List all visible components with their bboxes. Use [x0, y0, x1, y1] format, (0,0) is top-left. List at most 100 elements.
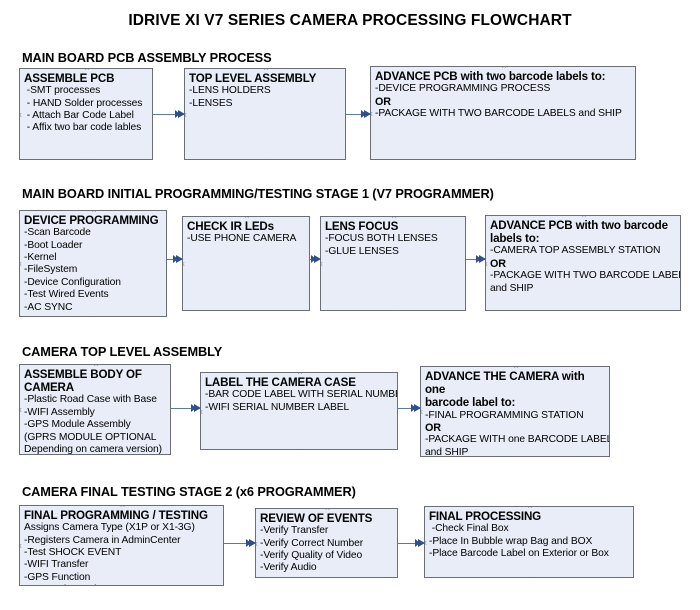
connector-arrow-icon[interactable] — [346, 110, 371, 119]
node-line: -LENSES — [189, 97, 233, 109]
handle-top[interactable]: × — [119, 505, 126, 510]
handle-bottom[interactable]: × — [84, 157, 91, 160]
node-line: (GPRS MODULE OPTIONAL — [24, 431, 157, 443]
handle-right[interactable]: × — [679, 259, 681, 268]
connector-shaft — [224, 543, 256, 544]
node-line: -Verify Quality of Video — [260, 550, 363, 562]
node-line: -PACKAGE WITH TWO BARCODE LABELS — [490, 270, 681, 282]
handle-left[interactable]: × — [321, 260, 324, 269]
handle-bottom[interactable]: × — [501, 157, 508, 160]
connector-arrow-icon[interactable] — [310, 255, 321, 264]
handle-left[interactable]: × — [20, 260, 23, 269]
handle-top[interactable]: × — [244, 216, 250, 221]
handle-bottom[interactable]: × — [119, 583, 126, 586]
handle-bottom[interactable]: × — [93, 452, 100, 455]
handle-top[interactable]: × — [527, 506, 533, 511]
handle-bottom[interactable]: × — [581, 308, 588, 311]
handle-bottom[interactable]: × — [297, 447, 304, 450]
node-line: - Affix two bar code lables — [24, 122, 142, 134]
node-line: OR — [490, 257, 506, 270]
handle-left[interactable]: × — [20, 110, 23, 119]
handle-left[interactable]: × — [201, 407, 204, 416]
handle-top[interactable]: × — [297, 372, 303, 377]
handle-right[interactable]: × — [169, 406, 171, 415]
node-advance-pcb-two-barcode-labels[interactable]: ADVANCE PCB with two barcode labels to:-… — [370, 66, 636, 160]
connector-arrow-icon[interactable] — [167, 255, 183, 264]
handle-right[interactable]: × — [222, 542, 224, 551]
handle-left[interactable]: × — [256, 539, 259, 548]
node-line: -WIFI Assembly — [24, 406, 95, 418]
handle-right[interactable]: × — [308, 260, 310, 269]
handle-right[interactable]: × — [396, 407, 398, 416]
handle-left[interactable]: × — [20, 406, 23, 415]
connector-arrow-icon[interactable] — [466, 255, 486, 264]
handle-left[interactable]: × — [183, 260, 186, 269]
handle-left[interactable]: × — [371, 109, 374, 118]
node-line: -Test SHOCK EVENT — [24, 547, 122, 559]
connector-arrow-icon[interactable] — [171, 404, 201, 413]
handle-left[interactable]: × — [185, 110, 188, 119]
handle-bottom[interactable]: × — [91, 314, 98, 317]
handle-top[interactable]: × — [581, 215, 587, 220]
node-advance-the-camera-one-barcode-label[interactable]: ADVANCE THE CAMERA with one barcode labe… — [420, 366, 610, 457]
node-label-the-camera-case[interactable]: LABEL THE CAMERA CASE-BAR CODE LABEL WIT… — [200, 372, 398, 450]
handle-right[interactable]: × — [344, 110, 346, 119]
connector-arrow-icon[interactable] — [398, 404, 421, 413]
node-advance-pcb-to-camera-top-assembly[interactable]: ADVANCE PCB with two barcode labels to:-… — [485, 215, 681, 311]
node-review-of-events[interactable]: REVIEW OF EVENTS-Verify Transfer-Verify … — [255, 508, 398, 578]
handle-top[interactable]: × — [391, 216, 397, 221]
handle-top[interactable]: × — [324, 508, 331, 513]
node-heading: LENS FOCUS — [325, 220, 399, 233]
handle-bottom[interactable]: × — [263, 157, 270, 160]
connector-arrow-icon[interactable] — [224, 539, 256, 548]
node-device-programming[interactable]: DEVICE PROGRAMMING-Scan Barcode-Boot Loa… — [19, 210, 167, 317]
node-assemble-body-of-camera[interactable]: ASSEMBLE BODY OF CAMERA-Plastic Road Cas… — [19, 364, 171, 455]
node-top-level-assembly[interactable]: TOP LEVEL ASSEMBLY-LENS HOLDERS-LENSES××… — [184, 68, 346, 160]
handle-left[interactable]: × — [20, 542, 23, 551]
handle-right[interactable]: × — [151, 110, 153, 119]
section-title-main-board-initial-programming-testing-stage-1: MAIN BOARD INITIAL PROGRAMMING/TESTING S… — [22, 186, 494, 201]
connector-arrow-icon[interactable] — [398, 539, 425, 548]
handle-left[interactable]: × — [421, 408, 424, 417]
section-title-main-board-pcb-assembly-process: MAIN BOARD PCB ASSEMBLY PROCESS — [22, 50, 272, 65]
node-heading: ASSEMBLE BODY OF CAMERA — [24, 368, 142, 395]
handle-left[interactable]: × — [486, 259, 489, 268]
handle-bottom[interactable]: × — [391, 308, 398, 311]
node-assemble-pcb[interactable]: ASSEMBLE PCB -SMT processes - HAND Solde… — [19, 68, 153, 160]
node-line: Assigns Camera Type (X1P or X1-3G) — [24, 522, 195, 534]
handle-left[interactable]: × — [425, 538, 428, 547]
handle-right[interactable]: × — [634, 109, 636, 118]
arrow-head-icon — [176, 255, 183, 263]
handle-top[interactable]: × — [501, 66, 507, 71]
node-line: -USE PHONE CAMERA — [187, 233, 297, 245]
handle-bottom[interactable]: × — [324, 575, 331, 578]
node-check-ir-leds[interactable]: CHECK IR LEDs-USE PHONE CAMERA×××× — [182, 216, 310, 311]
handle-right[interactable]: × — [464, 260, 466, 269]
node-line: -Scan Barcode — [24, 227, 91, 239]
handle-top[interactable]: × — [93, 364, 99, 369]
connector-shaft — [153, 114, 185, 115]
handle-top[interactable]: × — [263, 68, 269, 73]
connector-arrow-icon[interactable] — [153, 110, 185, 119]
handle-right[interactable]: × — [396, 539, 398, 548]
handle-top[interactable]: × — [513, 366, 519, 371]
handle-bottom[interactable]: × — [527, 575, 534, 578]
node-line: -PACKAGE WITH one BARCODE LABEL — [425, 434, 610, 446]
handle-top[interactable]: × — [91, 210, 97, 215]
node-line: -SMT processes — [24, 85, 101, 97]
node-lens-focus[interactable]: LENS FOCUS-FOCUS BOTH LENSES-GLUE LENSES… — [320, 216, 466, 311]
handle-top[interactable]: × — [84, 68, 90, 73]
node-line: -PACKAGE WITH TWO BARCODE LABELS and SHI… — [375, 108, 622, 120]
section-title-camera-top-level-assembly: CAMERA TOP LEVEL ASSEMBLY — [22, 344, 223, 359]
handle-right[interactable]: × — [632, 538, 634, 547]
node-line: -WIFI SERIAL NUMBER LABEL — [205, 401, 350, 413]
node-final-processing[interactable]: FINAL PROCESSING -Check Final Box-Place … — [424, 506, 634, 578]
handle-bottom[interactable]: × — [244, 308, 251, 311]
handle-bottom[interactable]: × — [513, 454, 520, 457]
handle-right[interactable]: × — [165, 260, 167, 269]
page-title: IDRIVE XI V7 SERIES CAMERA PROCESSING FL… — [128, 12, 572, 29]
node-line: -GPS Module Assembly — [24, 419, 131, 431]
handle-right[interactable]: × — [608, 408, 610, 417]
